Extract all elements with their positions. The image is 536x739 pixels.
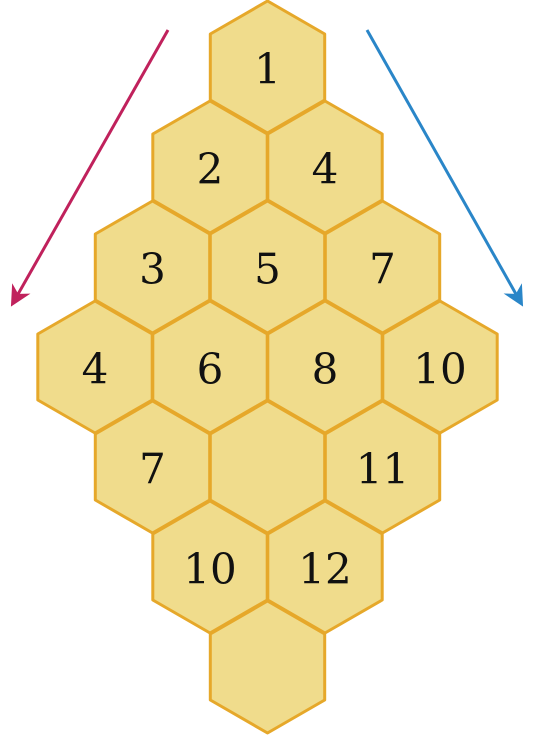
hex-cell: 10 [381, 299, 499, 435]
hex-cell: 5 [208, 199, 327, 335]
arrow-left [10, 29, 170, 307]
hex-cell-label: 12 [298, 545, 351, 594]
hex-cell-label: 7 [139, 445, 166, 494]
hexagon-shape [208, 599, 327, 735]
hex-cell: 11 [323, 399, 442, 535]
hex-cell-label: 4 [82, 345, 109, 394]
hex-cell-label: 1 [254, 45, 281, 94]
arrows-layer [10, 29, 524, 307]
hex-cell-label: 10 [183, 545, 236, 594]
hex-cell [208, 599, 327, 735]
hex-cell-label: 3 [139, 245, 166, 294]
hex-cell-label: 10 [413, 345, 466, 394]
hex-cell-label: 7 [369, 245, 396, 294]
hex-cell-label: 11 [356, 445, 409, 494]
hex-cell: 12 [266, 499, 384, 635]
hex-cell-label: 4 [312, 145, 339, 194]
hex-cell: 4 [36, 299, 154, 435]
hex-cell: 10 [151, 499, 269, 635]
hex-cell-label: 5 [254, 245, 281, 294]
hex-cell: 6 [151, 299, 269, 435]
hex-cell-label: 6 [197, 345, 224, 394]
hex-cell-label: 2 [197, 145, 224, 194]
hex-cell-label: 8 [312, 345, 339, 394]
arrow-right [365, 29, 524, 307]
